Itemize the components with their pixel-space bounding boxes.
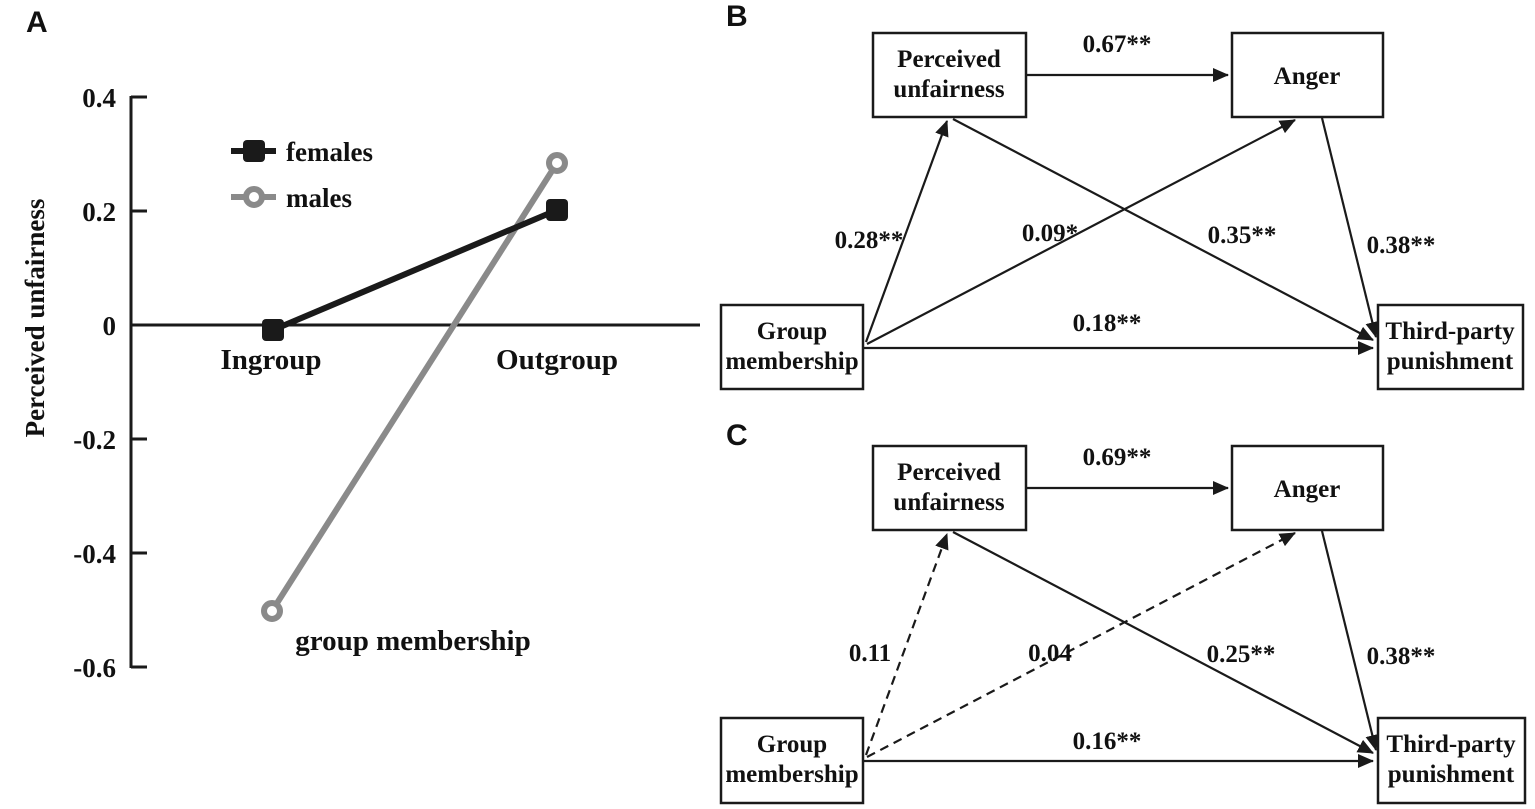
panel-a: A 0.4 0.2 0 -0.2 -0.4 -0.6 Perceived unf… [20, 6, 700, 683]
x-category-outgroup: Outgroup [496, 344, 618, 376]
path-anger-to-tpp-c [1320, 530, 1380, 751]
panel-b-letter: B [726, 0, 748, 33]
box-perceived-unfairness-line2: unfairness [893, 76, 1004, 103]
coef-pu-anger: 0.67** [1083, 31, 1152, 58]
males-point-ingroup [261, 600, 283, 622]
box-third-party-punishment-line1: Third-party [1385, 318, 1515, 345]
coef-gm-anger-c: 0.04 [1028, 640, 1072, 667]
path-pu-to-tpp [952, 118, 1374, 341]
path-anger-to-tpp [1320, 117, 1380, 338]
box-third-party-punishment [1376, 303, 1525, 391]
males-point-outgroup [546, 152, 568, 174]
panel-c-letter: C [726, 419, 748, 452]
box-third-party-punishment-c-line2: punishment [1388, 761, 1515, 788]
y-axis-title: Perceived unfairness [20, 199, 50, 438]
box-perceived-unfairness [871, 31, 1028, 119]
y-tick-label: 0.2 [82, 197, 116, 227]
y-tick-label: -0.6 [73, 653, 116, 683]
y-tick-label: -0.4 [73, 539, 116, 569]
coef-gm-tpp-c: 0.16** [1073, 728, 1142, 755]
box-anger-line1: Anger [1274, 63, 1341, 90]
coef-pu-tpp: 0.35** [1208, 222, 1277, 249]
coef-gm-anger: 0.09* [1022, 220, 1078, 247]
panel-a-letter: A [26, 6, 48, 39]
path-gm-to-pu-c [864, 533, 949, 756]
box-group-membership-line2: membership [725, 348, 858, 375]
x-category-ingroup: Ingroup [220, 344, 321, 376]
path-pu-to-tpp-c [952, 531, 1374, 754]
box-group-membership-c-line1: Group [757, 731, 827, 758]
coef-anger-tpp: 0.38** [1367, 232, 1436, 259]
panel-b: B Perceived unfairness Anger Group membe… [719, 0, 1525, 391]
females-point-ingroup [262, 319, 284, 341]
box-group-membership-c-line2: membership [725, 761, 858, 788]
path-gm-to-anger-c [866, 532, 1296, 758]
box-anger-c-line1: Anger [1274, 476, 1341, 503]
box-third-party-punishment-c-line1: Third-party [1386, 731, 1516, 758]
coef-pu-tpp-c: 0.25** [1207, 641, 1276, 668]
box-third-party-punishment-c [1376, 716, 1527, 805]
females-point-outgroup [546, 199, 568, 221]
box-anger-c [1230, 444, 1385, 532]
path-gm-to-pu [864, 120, 949, 343]
legend: females males [231, 137, 373, 213]
legend-males-label: males [286, 183, 352, 213]
legend-males-marker [243, 186, 265, 208]
males-line [269, 161, 560, 613]
legend-females-marker [243, 140, 265, 162]
y-tick-label: 0 [103, 311, 117, 341]
box-group-membership-line1: Group [757, 318, 827, 345]
path-gm-to-anger [866, 119, 1296, 345]
legend-females-label: females [286, 137, 373, 167]
y-tick-label: 0.4 [82, 83, 116, 113]
box-perceived-unfairness-c-line1: Perceived [897, 459, 1001, 486]
coef-gm-pu: 0.28** [835, 227, 904, 254]
coef-gm-pu-c: 0.11 [849, 640, 891, 667]
box-third-party-punishment-line2: punishment [1387, 348, 1514, 375]
panel-c: C Perceived unfairness Anger Group membe… [719, 419, 1527, 805]
box-perceived-unfairness-line1: Perceived [897, 46, 1001, 73]
box-perceived-unfairness-c-line2: unfairness [893, 489, 1004, 516]
box-group-membership [719, 303, 865, 391]
x-axis-title: group membership [295, 625, 531, 657]
box-perceived-unfairness-c [871, 444, 1028, 532]
coef-pu-anger-c: 0.69** [1083, 444, 1152, 471]
coef-anger-tpp-c: 0.38** [1367, 643, 1436, 670]
box-group-membership-c [719, 716, 865, 805]
box-anger [1230, 31, 1385, 119]
coef-gm-tpp: 0.18** [1073, 310, 1142, 337]
females-line [271, 207, 559, 333]
y-tick-label: -0.2 [73, 425, 116, 455]
